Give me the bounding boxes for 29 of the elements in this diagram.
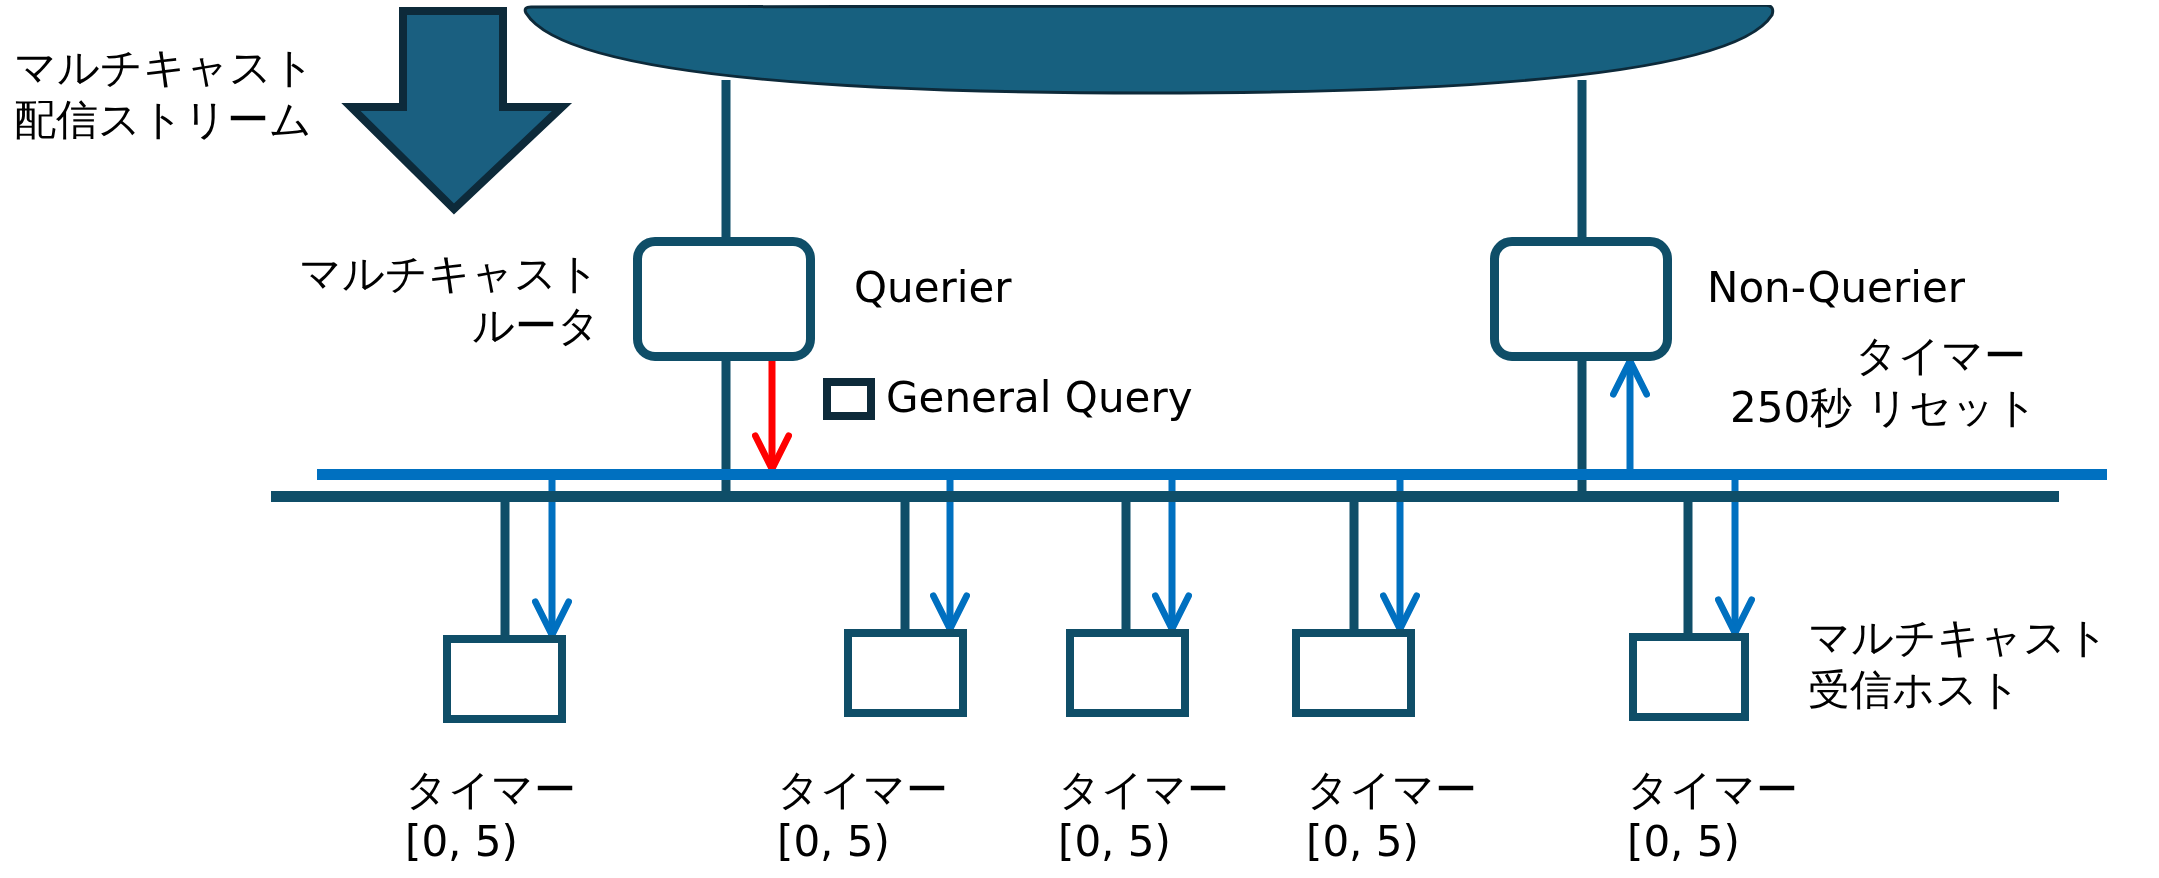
stream-label: マルチキャスト配信ストリーム <box>14 42 316 146</box>
host-box <box>1292 629 1415 717</box>
host-label: マルチキャスト受信ホスト <box>1808 612 2110 716</box>
timer-label: タイマー [0, 5) <box>777 764 949 868</box>
node-label: Non-Querier <box>1707 262 1966 314</box>
router-box <box>633 237 815 361</box>
timer-label: タイマー [0, 5) <box>1627 764 1799 868</box>
legend-label: General Query <box>886 372 1193 424</box>
router-box <box>1490 237 1672 361</box>
connector-line <box>1577 361 1587 491</box>
connector-line <box>900 502 910 629</box>
router-label: マルチキャストルータ <box>298 248 600 352</box>
node-label: Querier <box>854 262 1013 314</box>
connector-line <box>1121 502 1131 629</box>
connector-line <box>1349 502 1359 629</box>
connector-line <box>1577 80 1587 237</box>
connector-line <box>721 361 731 491</box>
network-cloud <box>523 5 1776 95</box>
timer-label: タイマー [0, 5) <box>1058 764 1230 868</box>
host-box <box>1066 629 1189 717</box>
timer-label: タイマー [0, 5) <box>1306 764 1478 868</box>
timer-label: タイマー [0, 5) <box>405 764 577 868</box>
host-box <box>1629 633 1749 721</box>
timer-note: タイマー250秒 リセット <box>1730 330 2039 434</box>
host-box <box>443 635 566 723</box>
connector-line <box>1683 502 1693 633</box>
host-box <box>844 629 967 717</box>
connector-line <box>500 502 510 635</box>
connector-line <box>721 80 731 237</box>
